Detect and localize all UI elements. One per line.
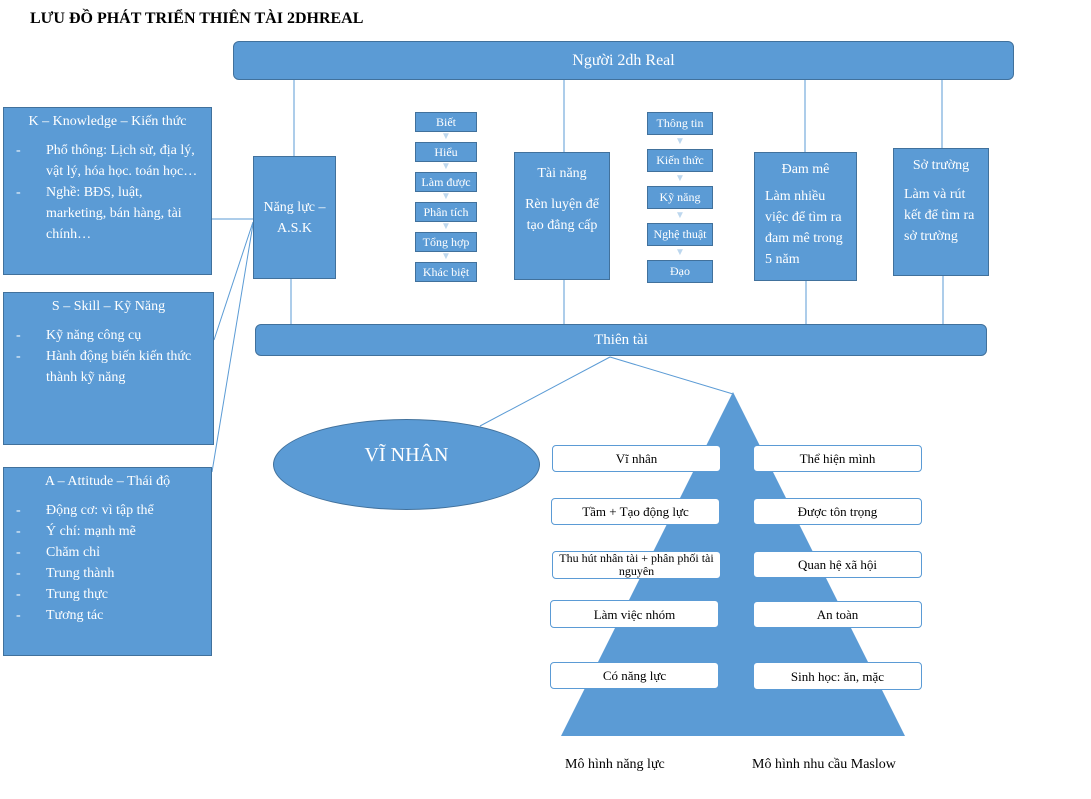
so-truong-heading: Sở trường <box>912 158 970 173</box>
down-arrow-icon: ▼ <box>441 191 451 202</box>
connector-line <box>609 356 734 395</box>
down-arrow-icon: ▼ <box>441 251 451 262</box>
so-truong-body: Làm và rút kết để tìm ra sở trường <box>904 187 975 244</box>
pyramid-shape <box>561 392 905 736</box>
step-item: Khác biệt <box>415 262 477 282</box>
list-item: Trung thành <box>16 563 203 584</box>
so-truong-box: Sở trường Làm và rút kết để tìm ra sở tr… <box>893 148 989 276</box>
step-item: Tổng hợp <box>415 232 477 252</box>
maslow-level: Được tôn trọng <box>753 498 922 525</box>
nang-luc-box: Năng lực – A.S.K <box>253 156 336 279</box>
down-arrow-icon: ▼ <box>675 210 685 221</box>
competency-level: Có năng lực <box>550 662 719 689</box>
skill-heading: S – Skill – Kỹ Năng <box>51 299 166 314</box>
bottom-bar: Thiên tài <box>255 324 987 356</box>
nang-luc-label: Năng lực – A.S.K <box>263 199 326 236</box>
down-arrow-icon: ▼ <box>441 161 451 172</box>
list-item: Động cơ: vì tập thể <box>16 500 203 521</box>
list-item: Ý chí: mạnh mẽ <box>16 521 203 542</box>
connector-line <box>479 356 611 427</box>
list-item: Kỹ năng công cụ <box>16 325 205 346</box>
competency-level: Vĩ nhân <box>552 445 721 472</box>
competency-level: Thu hút nhân tài + phân phối tài nguyên <box>552 551 721 579</box>
down-arrow-icon: ▼ <box>441 131 451 142</box>
step-item: Phân tích <box>415 202 477 222</box>
list-item: Phổ thông: Lịch sử, địa lý, vật lý, hóa … <box>16 140 203 182</box>
tai-nang-body: Rèn luyện để tạo đẳng cấp <box>525 197 599 233</box>
list-item: Tương tác <box>16 605 203 626</box>
attitude-heading: A – Attitude – Thái độ <box>44 474 171 489</box>
step-item: Hiểu <box>415 142 477 162</box>
connector-line <box>211 223 254 473</box>
maslow-level: Quan hệ xã hội <box>753 551 922 578</box>
steps-right: Thông tin ▼ Kiến thức ▼ Kỹ năng ▼ Nghệ t… <box>647 112 713 283</box>
page-title: LƯU ĐỒ PHÁT TRIỂN THIÊN TÀI 2DHREAL <box>30 10 364 27</box>
step-item: Thông tin <box>647 112 713 135</box>
maslow-level: An toàn <box>753 601 922 628</box>
down-arrow-icon: ▼ <box>441 221 451 232</box>
bottom-bar-label: Thiên tài <box>594 331 648 348</box>
maslow-level: Sinh học: ăn, mặc <box>753 662 922 690</box>
connector-line <box>213 221 254 341</box>
attitude-panel: A – Attitude – Thái độ Động cơ: vì tập t… <box>3 467 212 656</box>
top-bar: Người 2dh Real <box>233 41 1014 80</box>
vi-nhan-label: VĨ NHÂN <box>364 444 449 466</box>
down-arrow-icon: ▼ <box>675 136 685 147</box>
step-item: Kiến thức <box>647 149 713 172</box>
competency-level: Làm việc nhóm <box>550 600 719 628</box>
steps-left: Biết ▼ Hiểu ▼ Làm được ▼ Phân tích ▼ Tổn… <box>415 112 477 282</box>
competency-level: Tầm + Tạo động lực <box>551 498 720 525</box>
dam-me-body: Làm nhiều việc để tìm ra đam mê trong 5 … <box>765 189 843 267</box>
step-item: Biết <box>415 112 477 132</box>
maslow-level: Thể hiện mình <box>753 445 922 472</box>
dam-me-heading: Đam mê <box>781 162 830 177</box>
caption-maslow: Mô hình nhu cầu Maslow <box>752 757 896 772</box>
list-item: Hành động biến kiến thức thành kỹ năng <box>16 346 205 388</box>
list-item: Nghề: BĐS, luật, marketing, bán hàng, tà… <box>16 182 203 245</box>
tai-nang-box: Tài năng Rèn luyện để tạo đẳng cấp <box>514 152 610 280</box>
step-item: Đạo <box>647 260 713 283</box>
knowledge-heading: K – Knowledge – Kiến thức <box>28 114 187 129</box>
down-arrow-icon: ▼ <box>675 247 685 258</box>
step-item: Làm được <box>415 172 477 192</box>
top-bar-label: Người 2dh Real <box>572 51 675 69</box>
step-item: Kỹ năng <box>647 186 713 209</box>
knowledge-panel: K – Knowledge – Kiến thức Phổ thông: Lịc… <box>3 107 212 275</box>
caption-competency: Mô hình năng lực <box>565 757 665 772</box>
dam-me-box: Đam mê Làm nhiều việc để tìm ra đam mê t… <box>754 152 857 281</box>
list-item: Trung thực <box>16 584 203 605</box>
list-item: Chăm chỉ <box>16 542 203 563</box>
down-arrow-icon: ▼ <box>675 173 685 184</box>
vi-nhan-ellipse: VĨ NHÂN <box>273 419 540 510</box>
tai-nang-heading: Tài năng <box>537 166 587 181</box>
step-item: Nghệ thuật <box>647 223 713 246</box>
skill-panel: S – Skill – Kỹ Năng Kỹ năng công cụ Hành… <box>3 292 214 445</box>
